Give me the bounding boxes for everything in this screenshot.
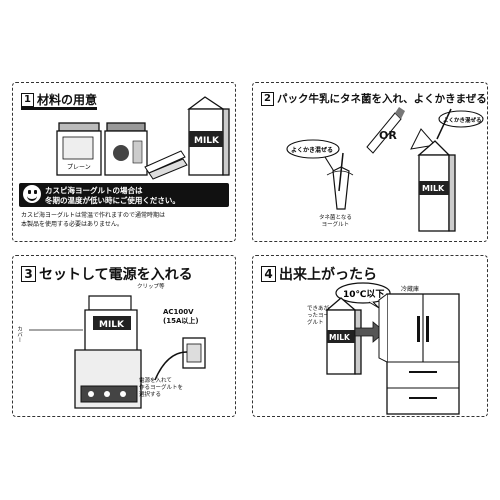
yogurt-jars-illustration: プレーン <box>56 122 148 176</box>
warning-banner: カスピ海ヨーグルトの場合は 冬期の温度が低い時にご使用ください。 <box>19 183 229 207</box>
clip-label: クリップ等 <box>137 284 165 290</box>
step-2-number: 2 <box>261 91 274 106</box>
done-line-1: できあが <box>307 306 330 312</box>
yogurt-maker-illustration: MILK <box>29 295 142 409</box>
power-label-line-2: (15A以上) <box>163 317 199 325</box>
step-3-title-text: セットして電源を入れる <box>39 267 193 283</box>
stir-label-left: よくかき混ぜる <box>291 146 333 154</box>
switch-line-3: 選択する <box>139 392 162 398</box>
step-1-title-text: 材料の用意 <box>37 93 98 107</box>
finished-yogurt-label: できあが ったヨー グルト <box>307 306 329 327</box>
temp-label: 10℃以下 <box>343 289 384 300</box>
starter-label-line-2: ヨーグルト <box>321 222 350 228</box>
step-3-number: 3 <box>21 266 36 282</box>
step-2-title-text: パック牛乳にタネ菌を入れ、よくかきまぜる <box>277 93 487 105</box>
cover-label: カバー <box>16 326 22 343</box>
step-1-panel: 1 材料の用意 プレーン MILK カ <box>12 82 236 242</box>
switch-instructions: 電源を入れて 作るヨーグルトを 選択する <box>139 378 183 399</box>
switch-line-2: 作るヨーグルトを <box>139 385 184 391</box>
step-1-title: 1 材料の用意 <box>21 91 97 108</box>
note-line-1: カスピ海ヨーグルトは常温で作れますので通常時期は <box>21 212 166 219</box>
power-outlet-illustration <box>154 337 206 381</box>
milk-carton-stir: よくかき混ぜる MILK <box>410 108 484 232</box>
smiley-icon <box>23 185 41 203</box>
done-line-3: グルト <box>307 320 324 326</box>
milk-label-2: MILK <box>422 184 445 193</box>
power-label: AC100V (15A以上) <box>163 308 199 326</box>
jar-label: プレーン <box>67 164 91 171</box>
step-4-title-text: 出来上がったら <box>279 267 377 283</box>
yogurt-jar-right <box>104 122 148 176</box>
switch-line-1: 電源を入れて <box>139 378 172 384</box>
step-2-title: 2 パック牛乳にタネ菌を入れ、よくかきまぜる <box>261 91 487 106</box>
starter-stick-icon <box>366 107 405 154</box>
starter-sticks <box>144 150 188 180</box>
done-line-2: ったヨー <box>307 313 330 319</box>
step-4-panel: 4 出来上がったら 10℃以下 冷蔵庫 できあが ったヨー グルト MILK <box>252 255 488 417</box>
fridge-label: 冷蔵庫 <box>401 286 420 293</box>
starter-label-line-1: タネ菌となる <box>319 215 352 221</box>
or-label: OR <box>379 129 397 142</box>
milk-carton: MILK <box>187 96 230 176</box>
step-3-title: 3 セットして電源を入れる <box>21 264 193 284</box>
stir-cup-illustration: よくかき混ぜる <box>286 139 354 210</box>
step-1-note: カスピ海ヨーグルトは常温で作れますので通常時期は 本製品を使用する必要はありませ… <box>21 211 165 229</box>
warning-line-2: 冬期の温度が低い時にご使用ください。 <box>45 196 180 205</box>
step-1-title-underline <box>21 107 97 110</box>
step-2-panel: 2 パック牛乳にタネ菌を入れ、よくかきまぜる よくかき混ぜる タネ菌となる ヨー… <box>252 82 488 242</box>
step-3-panel: 3 セットして電源を入れる クリップ等 カバー MILK AC100V (15A… <box>12 255 236 417</box>
warning-line-1: カスピ海ヨーグルトの場合は <box>45 186 143 195</box>
finished-milk-carton: MILK <box>325 297 362 375</box>
step-4-number: 4 <box>261 266 276 282</box>
step-4-title: 4 出来上がったら <box>261 264 377 284</box>
stir-label-right: よくかき混ぜる <box>443 116 482 124</box>
temperature-bubble: 10℃以下 <box>335 282 391 309</box>
milk-label-4: MILK <box>329 333 351 342</box>
power-label-line-1: AC100V <box>163 308 194 316</box>
yogurt-jar-left: プレーン <box>56 122 102 176</box>
starter-yogurt-label: タネ菌となる ヨーグルト <box>319 215 352 229</box>
milk-label: MILK <box>194 136 220 146</box>
note-line-2: 本製品を使用する必要はありません。 <box>21 221 123 228</box>
milk-label-3: MILK <box>99 320 125 330</box>
refrigerator-illustration <box>378 293 460 415</box>
step-1-number: 1 <box>21 92 34 107</box>
